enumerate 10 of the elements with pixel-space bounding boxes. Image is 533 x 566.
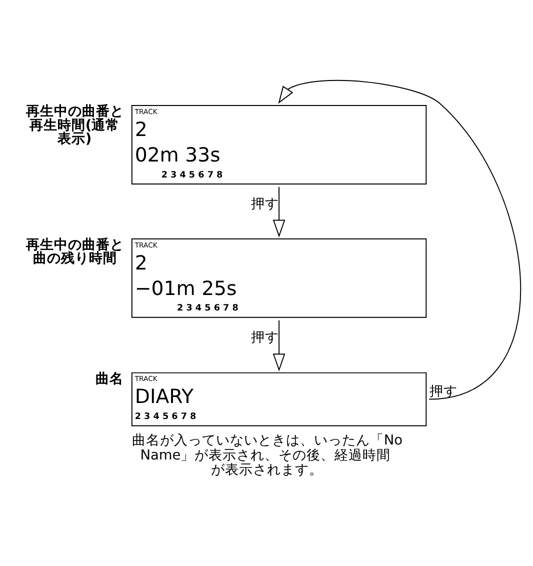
edge-label: 押す <box>429 383 458 400</box>
node-label: 曲名 <box>96 370 124 386</box>
arrow <box>278 79 522 400</box>
arrow <box>272 319 286 371</box>
edge-label: 押す <box>250 195 279 212</box>
node-label: 曲名が入っていないときは、いったん「No Name」が表示され、その後、経過時間が表示されます。 <box>132 432 403 478</box>
edge-label: 押す <box>250 328 279 345</box>
arrow <box>272 186 286 237</box>
node-label: 再生中の曲番と再生時間(通常表示) <box>26 103 124 146</box>
node-label: 再生中の曲番と曲の残り時間 <box>26 236 124 266</box>
